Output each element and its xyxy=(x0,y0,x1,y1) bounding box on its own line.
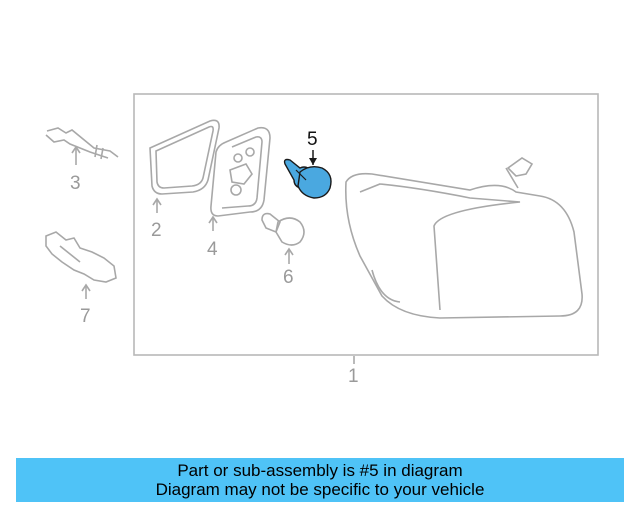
part-2-gasket[interactable] xyxy=(149,119,220,213)
part-3-screw[interactable] xyxy=(45,127,119,165)
callout-2: 2 xyxy=(151,220,162,241)
callout-6: 6 xyxy=(283,267,294,288)
banner-line-2: Diagram may not be specific to your vehi… xyxy=(155,480,485,499)
part-5-bulb[interactable] xyxy=(283,150,332,199)
banner-line-1: Part or sub-assembly is #5 in diagram xyxy=(177,461,463,480)
callout-4: 4 xyxy=(207,239,218,260)
part-4-bulb-holder[interactable] xyxy=(208,126,271,231)
callout-7: 7 xyxy=(80,306,91,327)
part-1-tail-lamp[interactable] xyxy=(344,157,583,364)
parts-diagram: 1 2 3 4 5 6 7 xyxy=(45,93,599,387)
callout-1: 1 xyxy=(348,366,359,387)
assembly-outline xyxy=(133,93,599,356)
part-6-bulb[interactable] xyxy=(261,212,305,264)
callout-3: 3 xyxy=(70,173,81,194)
callout-5: 5 xyxy=(307,129,318,150)
part-7-socket[interactable] xyxy=(45,231,117,299)
info-banner: Part or sub-assembly is #5 in diagram Di… xyxy=(16,458,624,502)
